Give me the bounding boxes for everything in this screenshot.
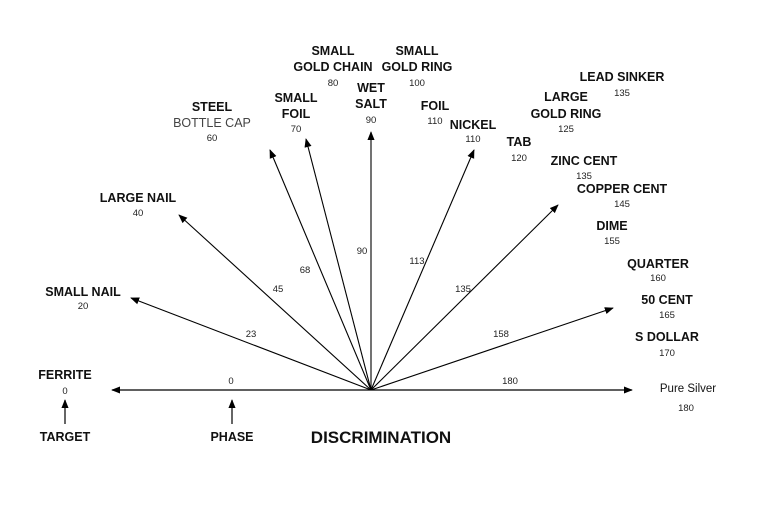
phase-arrow-135: 135 [370, 204, 559, 391]
svg-text:125: 125 [558, 124, 574, 135]
target-large-nail: LARGE NAIL 40 [100, 191, 177, 219]
svg-text:SALT: SALT [355, 97, 387, 111]
target-large-gold-ring: LARGE GOLD RING 125 [531, 90, 602, 135]
svg-text:STEEL: STEEL [192, 100, 233, 114]
svg-text:LEAD SINKER: LEAD SINKER [580, 70, 665, 84]
target-copper-cent: COPPER CENT 145 [577, 182, 668, 210]
phase-arrow-45: 45 [178, 214, 372, 391]
svg-text:100: 100 [409, 78, 425, 89]
svg-text:113: 113 [409, 256, 424, 267]
target-small-gold-chain: SMALL GOLD CHAIN 80 [293, 44, 372, 89]
svg-text:NICKEL: NICKEL [450, 118, 497, 132]
svg-text:GOLD RING: GOLD RING [382, 60, 453, 74]
target-lead-sinker: LEAD SINKER 135 [580, 70, 665, 99]
axis-180-label: 180 [502, 376, 518, 387]
target-label: TARGET [40, 430, 91, 444]
target-pure-silver: Pure Silver 180 [660, 383, 716, 414]
target-zinc-cent: ZINC CENT 135 [551, 154, 618, 182]
svg-text:23: 23 [246, 329, 257, 340]
target-wet-salt: WET SALT 90 [355, 81, 387, 126]
svg-text:GOLD CHAIN: GOLD CHAIN [293, 60, 372, 74]
phase-arrow-23: 23 [130, 297, 372, 391]
svg-text:SMALL NAIL: SMALL NAIL [45, 285, 121, 299]
svg-text:LARGE: LARGE [544, 90, 588, 104]
svg-text:145: 145 [614, 199, 630, 210]
svg-text:QUARTER: QUARTER [627, 257, 689, 271]
svg-text:ZINC CENT: ZINC CENT [551, 154, 618, 168]
svg-text:TAB: TAB [507, 135, 532, 149]
target-tab: TAB 120 [507, 135, 532, 164]
svg-text:Pure Silver: Pure Silver [660, 383, 716, 395]
svg-text:BOTTLE CAP: BOTTLE CAP [173, 116, 251, 130]
svg-text:0: 0 [62, 386, 67, 397]
svg-text:40: 40 [133, 208, 144, 219]
svg-text:158: 158 [493, 329, 509, 340]
svg-text:135: 135 [455, 284, 471, 295]
svg-text:110: 110 [427, 116, 442, 127]
svg-text:90: 90 [366, 115, 377, 126]
svg-text:GOLD RING: GOLD RING [531, 107, 602, 121]
phase-arrow-68: 68 [269, 149, 372, 391]
axis-zero-label: 0 [228, 376, 233, 387]
target-dime: DIME 155 [596, 219, 627, 247]
svg-text:SMALL: SMALL [274, 91, 317, 105]
svg-text:155: 155 [604, 236, 620, 247]
svg-text:80: 80 [328, 78, 339, 89]
target-fifty-cent: 50 CENT 165 [641, 293, 693, 321]
svg-text:90: 90 [357, 246, 368, 257]
phase-arrow-80 [304, 138, 372, 391]
svg-text:68: 68 [300, 265, 311, 276]
target-small-nail: SMALL NAIL 20 [45, 285, 121, 312]
svg-text:165: 165 [659, 310, 675, 321]
svg-text:120: 120 [511, 153, 527, 164]
svg-text:COPPER CENT: COPPER CENT [577, 182, 668, 196]
svg-text:FERRITE: FERRITE [38, 368, 91, 382]
svg-text:WET: WET [357, 81, 385, 95]
target-nickel: NICKEL 110 [450, 118, 497, 145]
phase-arrow-158: 158 [370, 307, 614, 391]
svg-text:LARGE NAIL: LARGE NAIL [100, 191, 177, 205]
svg-text:60: 60 [207, 133, 218, 144]
svg-text:45: 45 [273, 284, 284, 295]
svg-text:135: 135 [614, 88, 630, 99]
target-ferrite: FERRITE 0 [38, 368, 91, 397]
svg-text:SMALL: SMALL [395, 44, 438, 58]
svg-text:160: 160 [650, 273, 666, 284]
phase-arrow-90: 90 [357, 131, 375, 390]
svg-text:170: 170 [659, 348, 675, 359]
svg-text:50 CENT: 50 CENT [641, 293, 693, 307]
svg-text:DIME: DIME [596, 219, 627, 233]
target-small-foil: SMALL FOIL 70 [274, 91, 317, 135]
svg-text:FOIL: FOIL [421, 99, 450, 113]
target-steel-bottle-cap: STEEL BOTTLE CAP 60 [173, 100, 251, 144]
target-small-gold-ring: SMALL GOLD RING 100 [382, 44, 453, 89]
svg-text:135: 135 [576, 171, 592, 182]
phase-label: PHASE [210, 430, 253, 444]
phase-arrow-113: 113 [370, 149, 475, 391]
target-s-dollar: S DOLLAR 170 [635, 330, 699, 359]
svg-text:110: 110 [465, 134, 480, 145]
svg-text:70: 70 [291, 124, 302, 135]
svg-text:S DOLLAR: S DOLLAR [635, 330, 699, 344]
diagram-title: DISCRIMINATION [311, 428, 451, 447]
target-foil: FOIL 110 [421, 99, 450, 127]
svg-text:180: 180 [678, 403, 694, 414]
target-quarter: QUARTER 160 [627, 257, 689, 284]
svg-text:FOIL: FOIL [282, 107, 311, 121]
svg-text:20: 20 [78, 301, 89, 312]
svg-text:SMALL: SMALL [311, 44, 354, 58]
